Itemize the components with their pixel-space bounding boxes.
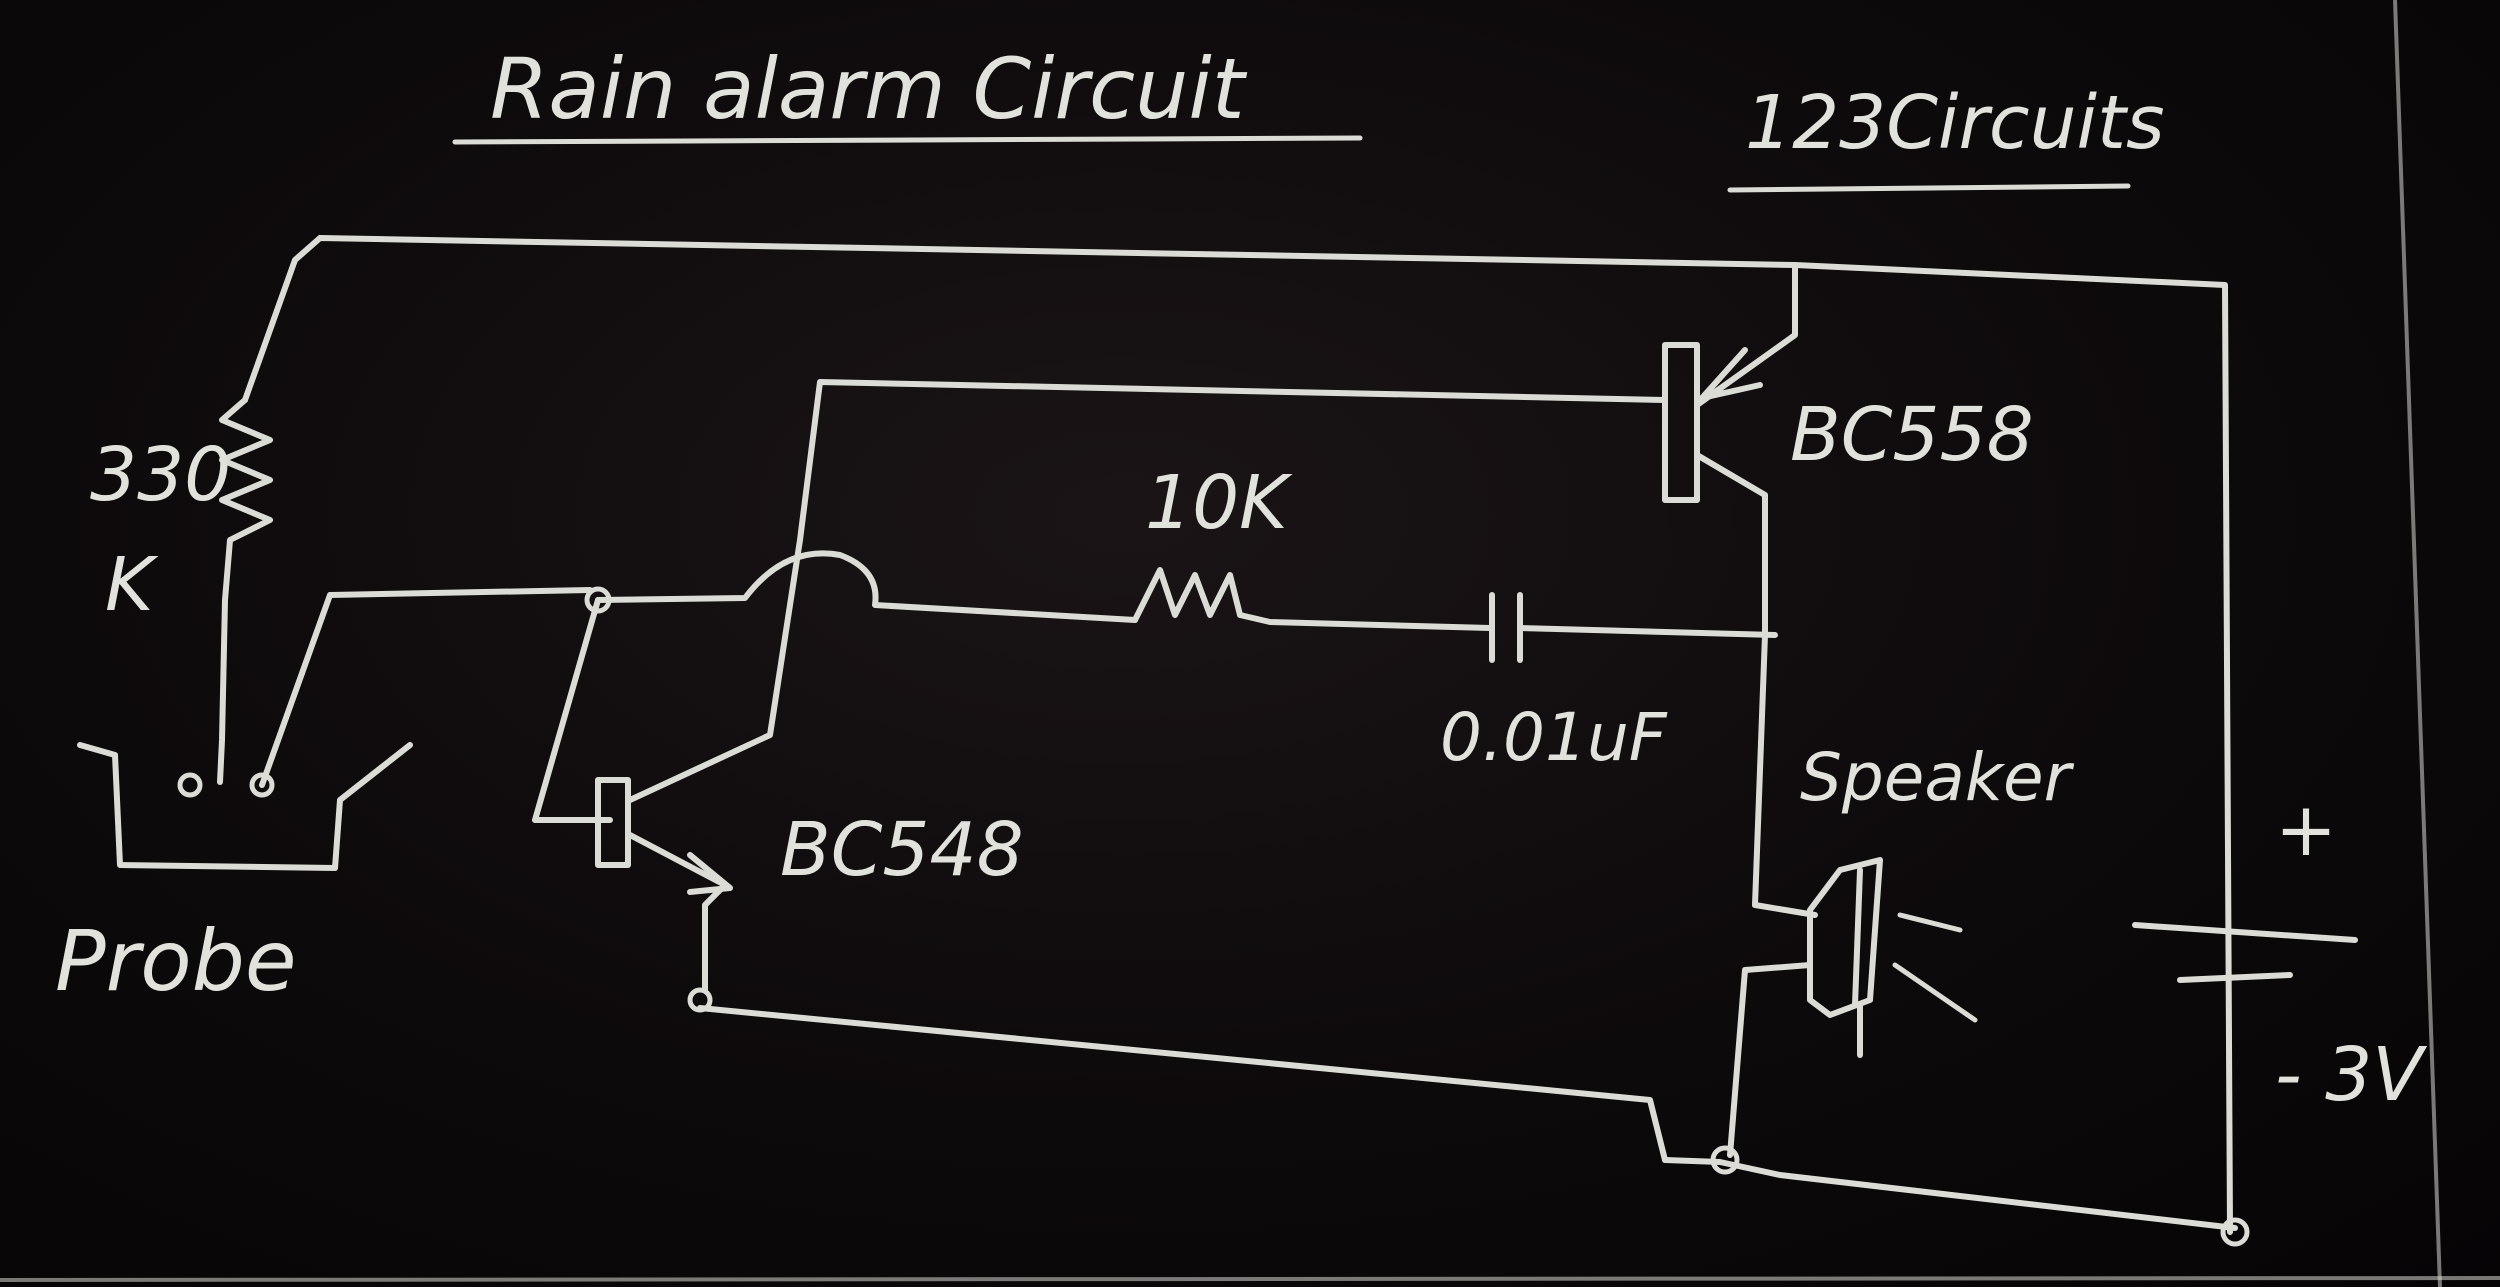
bc558-emitter: [1694, 262, 1798, 408]
resistor-330k-value: 330: [90, 432, 231, 518]
bc548-emitter: [627, 832, 728, 888]
wire-q1-emitter-down: [702, 882, 728, 993]
capacitor-label: 0.01uF: [1440, 699, 1668, 776]
title-underline: [452, 135, 1363, 145]
board-edge-bottom: [0, 1276, 2500, 1282]
node-battery-negative: [2220, 1217, 2250, 1247]
wire-bc558-collector: [1694, 452, 1818, 918]
wire-probe-left: [217, 597, 228, 785]
bc558-label: BC558: [1790, 392, 2034, 478]
wire-speaker-return: [1727, 962, 1813, 1158]
resistor-10k-label: 10K: [1145, 460, 1293, 546]
watermark-underline: [1727, 183, 2131, 193]
wire-feedback: [595, 550, 1138, 623]
bc558-emitter-arrow: [1699, 347, 1763, 401]
wire-bottom-rail: [697, 1005, 2238, 1231]
title-text: Rain alarm Circuit: [490, 40, 1248, 138]
wire-base-q1: [532, 597, 613, 823]
probe-label: Probe: [55, 912, 297, 1010]
probe-contact-right: [249, 772, 275, 798]
sound-wave-2: [1892, 962, 1978, 1023]
speaker-cone: [1852, 867, 1863, 1008]
speaker-label: Speaker: [1800, 739, 2075, 816]
wire-q1-collector: [627, 379, 1668, 803]
wire-capacitor-right: [1517, 625, 1778, 638]
bc548-emitter-arrow: [687, 852, 733, 895]
bc548-base-bar: [595, 777, 631, 868]
probe-body: [77, 742, 413, 871]
wire-probe-to-base: [259, 587, 593, 788]
battery-plus-label: +: [2275, 787, 2337, 873]
probe-contact-left: [177, 772, 203, 798]
resistor-330k: [219, 397, 273, 603]
resistor-10k: [1132, 567, 1493, 631]
battery-voltage-label: - 3V: [2275, 1032, 2427, 1118]
node-ground: [1710, 1145, 1740, 1175]
battery-plate-short: [2177, 972, 2293, 983]
battery-plate-long: [2132, 922, 2358, 943]
watermark-text: 123Circuits: [1745, 80, 2165, 166]
bc558-base-bar: [1662, 342, 1700, 503]
sound-wave-1: [1897, 912, 1963, 933]
resistor-330k-unit: K: [105, 542, 159, 628]
bc548-label: BC548: [780, 807, 1024, 893]
speaker-body: [1807, 857, 1883, 1018]
wire-top-rail: [242, 235, 2233, 1235]
board-edge-right: [2393, 0, 2442, 1287]
